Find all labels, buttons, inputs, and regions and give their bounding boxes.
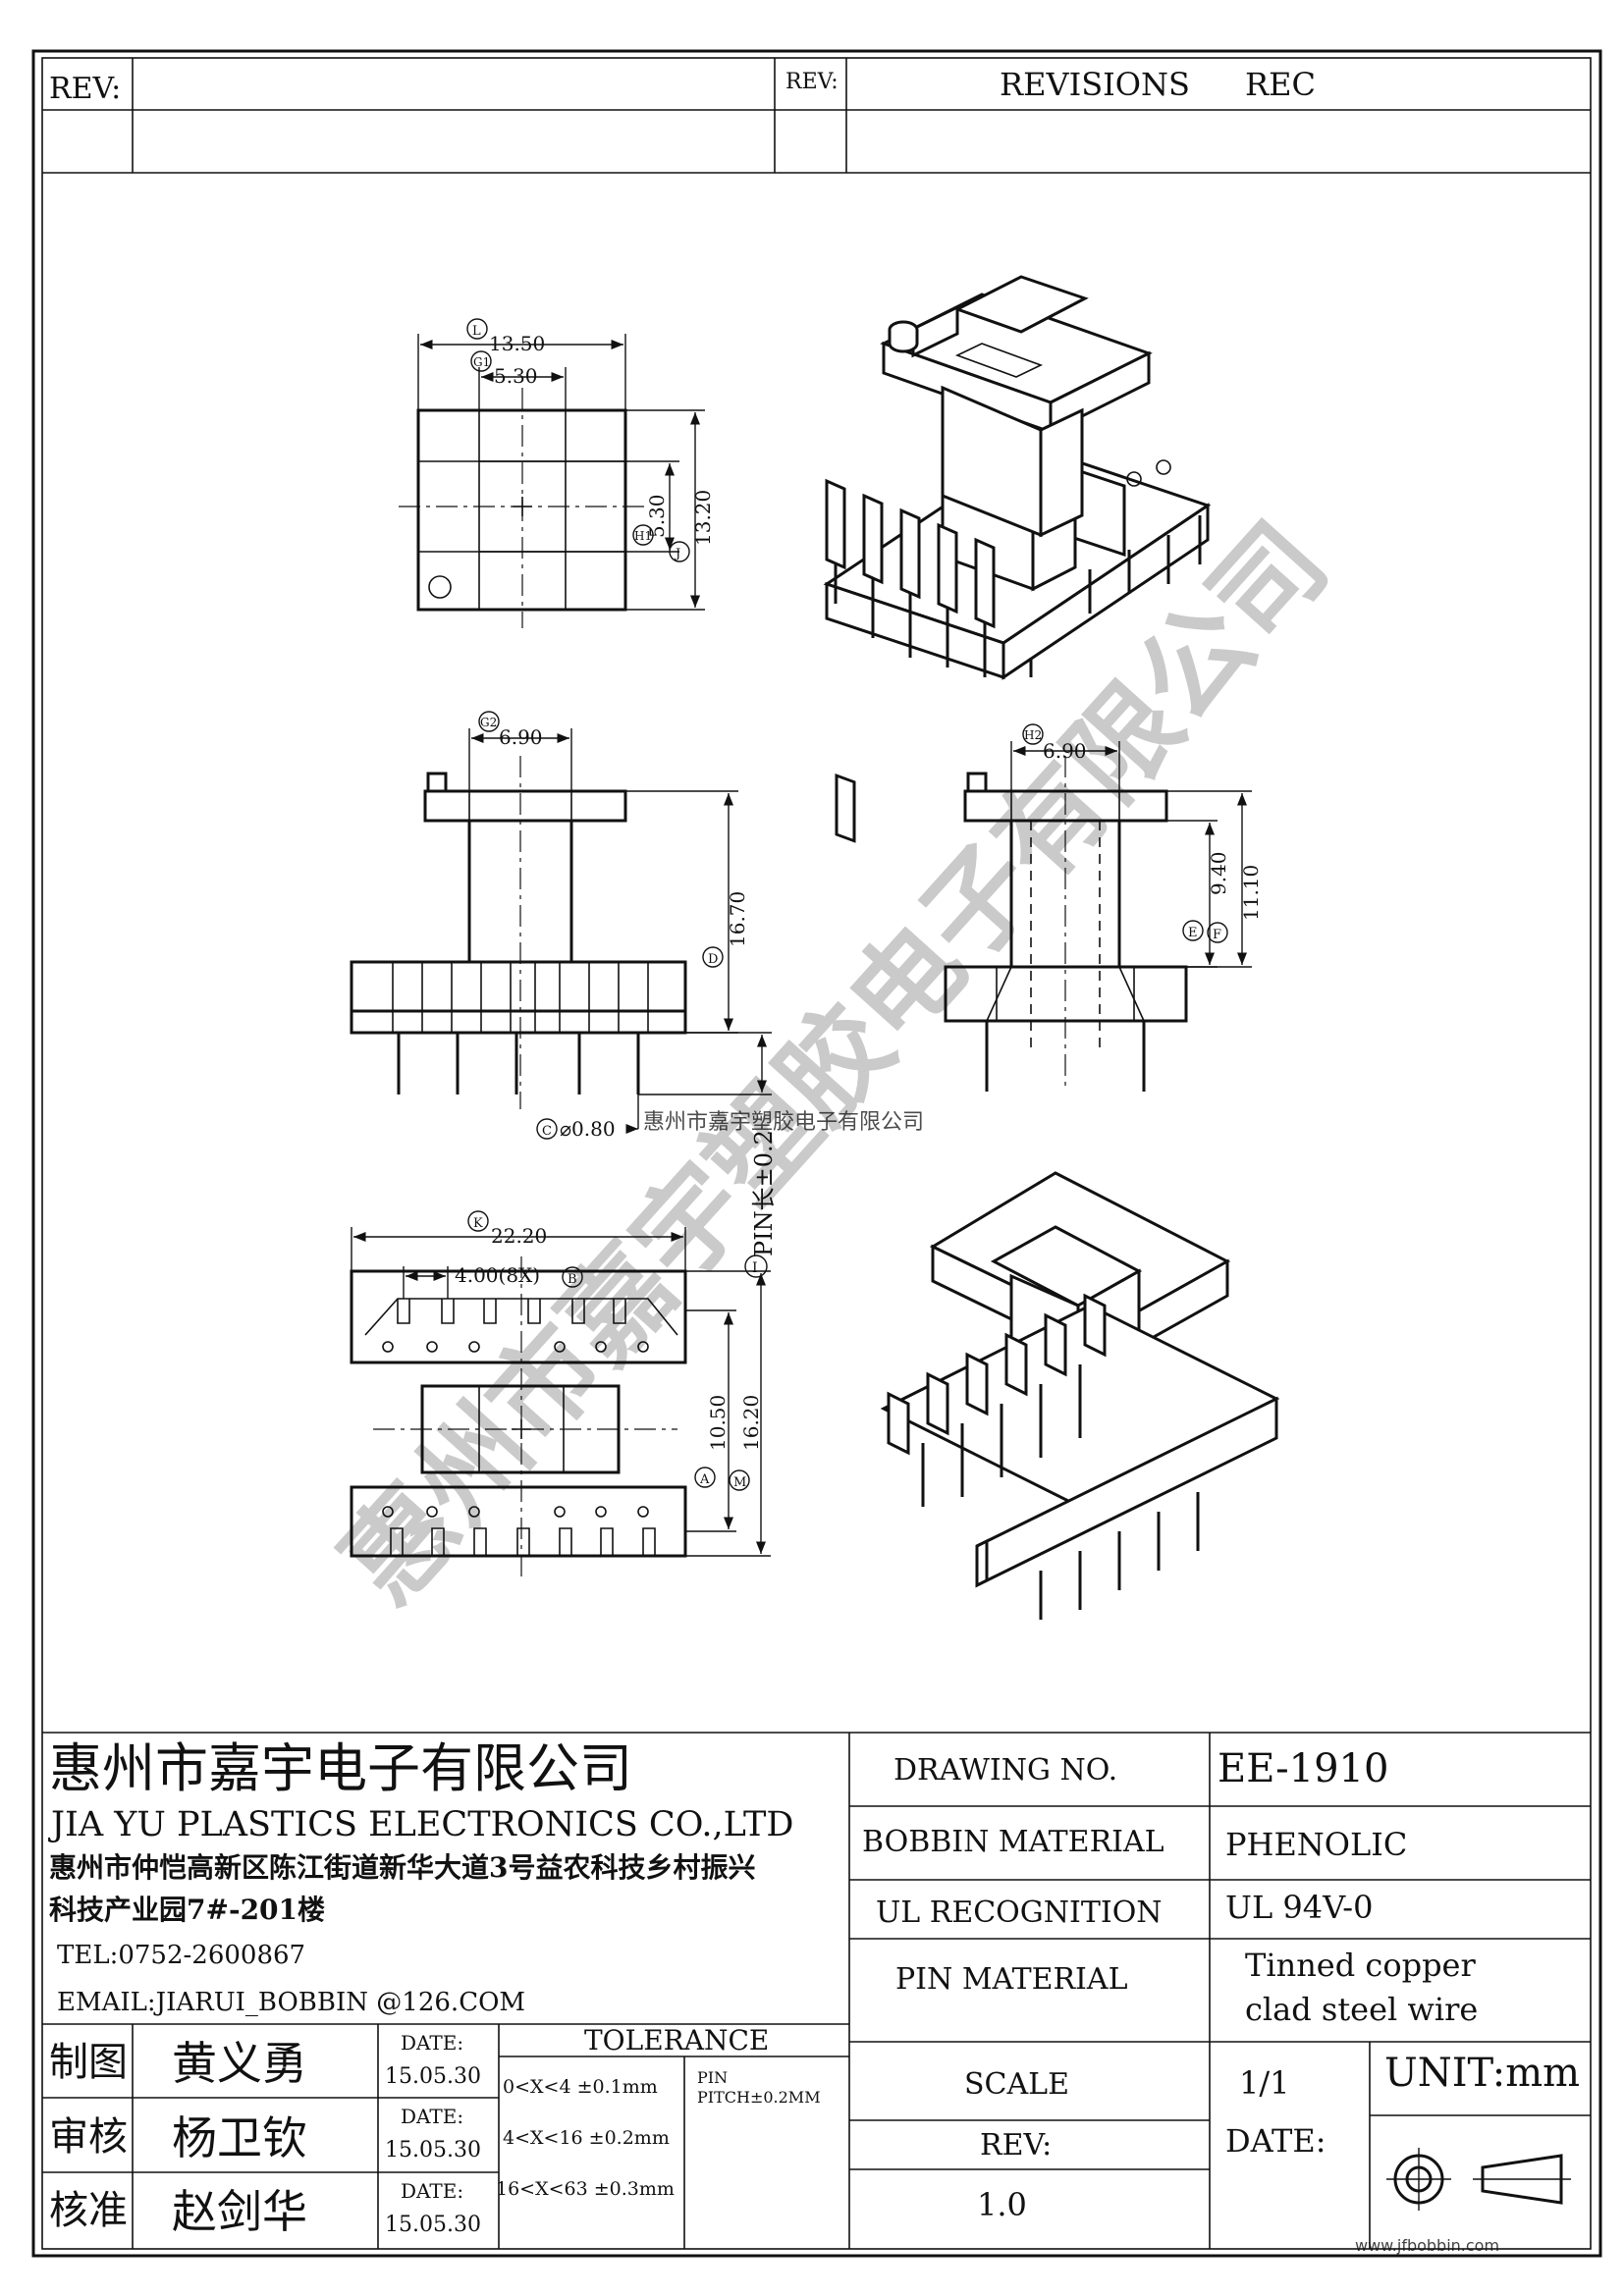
third-angle-projection-icon [1386,2148,1571,2211]
isometric-view-top [823,275,1212,843]
rev-label-mid: REV: [785,70,839,94]
balloon-H1: H1 [634,529,652,543]
tolerance-row-2: 4<X<16 ±0.2mm [503,2127,670,2149]
tolerance-row-1: 0<X<4 ±0.1mm [503,2076,658,2098]
sheet-border [31,49,1602,2258]
company-name-cn: 惠州市嘉宇电子有限公司 [49,1737,632,1799]
balloon-F: F [1213,928,1221,942]
company-tel: TEL:0752-2600867 [57,1941,305,1970]
footer-url-watermark: www.jfbobbin.com [1355,2236,1499,2255]
name-drafter: 黄义勇 [172,2037,307,2090]
date-label: DATE: [1225,2122,1326,2160]
bobbin-material-value: PHENOLIC [1225,1826,1407,1863]
pin-material-line1: Tinned copper [1245,1947,1476,1984]
date-label-checker: DATE: [401,2105,463,2128]
rec-label: REC [1245,66,1316,103]
date-checker: 15.05.30 [385,2138,481,2163]
tolerance-row-3: 16<X<63 ±0.3mm [496,2178,675,2200]
dim-bottom-pitch: 4.00(8X) [455,1263,540,1287]
date-approver: 15.05.30 [385,2213,481,2237]
company-name-en: JIA YU PLASTICS ELECTRONICS CO.,LTD [48,1805,793,1844]
dim-pin-length: PIN长±0.2 [750,1130,778,1256]
dim-side-6-90: 6.90 [1043,739,1087,763]
balloon-G2: G2 [480,716,497,729]
dim-front-16-70: 16.70 [726,891,749,947]
balloon-A: A [699,1472,710,1487]
drawing-no-value: EE-1910 [1218,1746,1388,1791]
ul-recognition-value: UL 94V-0 [1225,1889,1373,1926]
balloon-I: I [752,1260,758,1276]
company-email: EMAIL:JIARUI_BOBBIN @126.COM [57,1988,525,2017]
dim-front-6-90: 6.90 [499,725,543,749]
company-address-line2: 科技产业园7#-201楼 [49,1894,325,1926]
unit-label: UNIT:mm [1384,2051,1580,2096]
drawing-no-label: DRAWING NO. [893,1753,1117,1788]
balloon-L: L [472,324,481,339]
dim-bottom-10-50: 10.50 [706,1395,730,1451]
date-drafter: 15.05.30 [385,2064,481,2089]
pin-pitch-line1: PIN [697,2068,728,2087]
bobbin-material-label: BOBBIN MATERIAL [862,1825,1164,1859]
dim-side-9-40: 9.40 [1207,851,1230,895]
role-drafter: 制图 [49,2040,128,2085]
scale-label: SCALE [964,2067,1069,2102]
bottom-view: K 22.20 4.00(8X) B 10.50 A 16.20 M [350,1210,771,1580]
balloon-E: E [1188,926,1198,940]
pin-pitch-line2: PITCH±0.2MM [697,2088,821,2107]
dim-side-11-10: 11.10 [1239,865,1263,921]
front-view: G2 6.90 16.70 D PIN长±0.2 I C ⌀0.80 [350,711,778,1278]
balloon-J: J [674,547,680,561]
balloon-H2: H2 [1024,728,1042,742]
pin-material-label: PIN MATERIAL [895,1962,1128,1997]
center-watermark: 惠州市嘉宇塑胶电子有限公司 [643,1110,924,1135]
rev-value: 1.0 [977,2186,1027,2223]
revision-block: REV: REV: REVISIONS REC [42,58,1591,174]
revisions-label: REVISIONS [1000,66,1190,103]
name-approver: 赵剑华 [172,2185,307,2238]
dim-top-5-30-vertical: 5.30 [645,494,669,538]
dim-top-5-30: 5.30 [494,364,538,388]
pin-material-line2: clad steel wire [1245,1991,1478,2028]
date-label-drafter: DATE: [401,2031,463,2055]
ul-recognition-label: UL RECOGNITION [876,1896,1163,1930]
balloon-M: M [733,1475,746,1490]
name-checker: 杨卫钦 [172,2111,307,2164]
dim-top-13-50: 13.50 [489,332,545,355]
scale-value: 1/1 [1239,2064,1290,2102]
company-address-line1: 惠州市仲恺高新区陈江街道新华大道3号益农科技乡村振兴 [49,1851,756,1884]
balloon-G1: G1 [473,355,490,369]
tolerance-label: TOLERANCE [584,2024,769,2056]
date-label-approver: DATE: [401,2179,463,2203]
role-checker: 审核 [49,2114,128,2160]
rev-label: REV: [980,2128,1052,2163]
top-view: L 13.50 G1 5.30 5.30 H1 13.20 J [399,318,715,628]
dim-top-13-20: 13.20 [691,490,715,546]
balloon-K: K [473,1216,483,1231]
role-approver: 核准 [49,2188,128,2233]
dim-bottom-16-20: 16.20 [739,1395,763,1451]
dim-pin-diameter: ⌀0.80 [560,1117,616,1141]
side-view: H2 6.90 9.40 E 11.10 F [944,723,1263,1092]
title-block-grid [42,1732,1591,2249]
dim-bottom-22-20: 22.20 [491,1224,547,1248]
balloon-B: B [568,1272,577,1287]
balloon-C: C [542,1124,552,1139]
rev-label-left: REV: [49,72,121,106]
isometric-view-bottom [880,1171,1280,1620]
balloon-D: D [708,952,718,967]
